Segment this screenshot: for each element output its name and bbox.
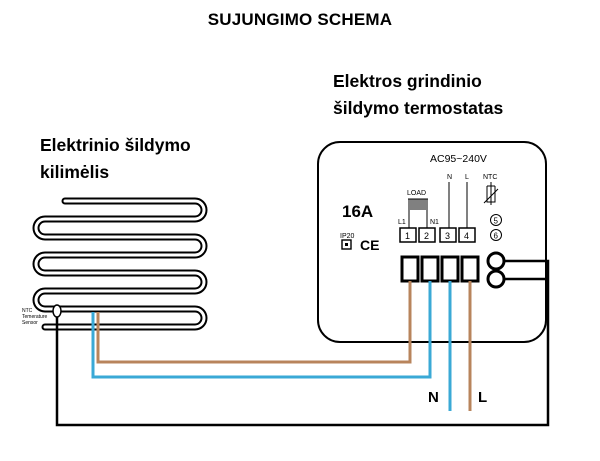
diagram-title: SUJUNGIMO SCHEMA bbox=[207, 10, 393, 29]
ntc-sensor-icon bbox=[52, 304, 62, 318]
sensor-wire-a bbox=[55, 259, 550, 427]
n-top-label: N bbox=[447, 174, 452, 181]
ip-box-inner bbox=[345, 243, 348, 246]
screw-terminal-3 bbox=[440, 255, 460, 283]
terminal-6-circle bbox=[490, 229, 502, 241]
thermostat-title-line2: šildymo termostatas bbox=[333, 98, 504, 118]
terminal-5-label: 5 bbox=[494, 217, 499, 226]
ce-mark: CE bbox=[360, 237, 379, 253]
thermostat-title: Elektros grindinio šildymo termostatas bbox=[333, 68, 503, 122]
ip-rating-label: IP20 bbox=[340, 233, 355, 240]
screw-terminal-1 bbox=[400, 255, 420, 283]
mat-wire-brown bbox=[96, 281, 412, 364]
ntc-sensor-label-line2: Temerature bbox=[22, 314, 48, 320]
ntc-sensor-label-line3: Sensor bbox=[22, 320, 38, 326]
sensor-terminal-5 bbox=[486, 251, 506, 271]
terminal-4-label: 4 bbox=[464, 231, 469, 241]
terminal-3-label: 3 bbox=[445, 231, 450, 241]
heating-mat-cable-inner bbox=[34, 199, 206, 329]
load-resistor-icon bbox=[408, 198, 428, 210]
sensor-terminal-6 bbox=[486, 269, 506, 289]
screw-terminal-2 bbox=[420, 255, 440, 283]
heating-mat-title-line1: Elektrinio šildymo bbox=[40, 135, 191, 155]
l1-label: L1 bbox=[398, 219, 406, 226]
thermostat-title-line1: Elektros grindinio bbox=[333, 71, 482, 91]
heating-mat-title: Elektrinio šildymo kilimėlis bbox=[40, 132, 191, 186]
terminal-6-label: 6 bbox=[494, 232, 499, 241]
ip-box-icon bbox=[341, 239, 352, 250]
l-top-label: L bbox=[465, 174, 469, 181]
n-l-connection-lines bbox=[448, 182, 468, 228]
screw-terminal-4 bbox=[460, 255, 480, 283]
current-rating: 16A bbox=[342, 202, 373, 221]
n1-label: N1 bbox=[430, 219, 439, 226]
mat-wire-blue bbox=[91, 281, 432, 379]
terminal-1-box bbox=[399, 227, 417, 243]
ntc-thermistor-icon bbox=[483, 182, 499, 205]
ntc-sensor-label-line1: NTC bbox=[22, 308, 33, 314]
terminal-1-label: 1 bbox=[405, 231, 410, 241]
ntc-sensor-label: NTC Temerature Sensor bbox=[22, 308, 47, 326]
terminal-2-label: 2 bbox=[424, 231, 429, 241]
terminal-3-box bbox=[439, 227, 457, 243]
load-connection-lines bbox=[408, 210, 428, 228]
terminal-4-box bbox=[458, 227, 476, 243]
terminal-2-box bbox=[418, 227, 436, 243]
supply-neutral-label: N bbox=[428, 389, 439, 406]
ntc-top-label: NTC bbox=[483, 174, 497, 181]
heating-mat-title-line2: kilimėlis bbox=[40, 162, 110, 182]
load-label: LOAD bbox=[407, 190, 426, 197]
voltage-label: AC95~240V bbox=[430, 153, 487, 165]
terminal-5-circle bbox=[490, 214, 502, 226]
supply-live-label: L bbox=[478, 389, 487, 406]
